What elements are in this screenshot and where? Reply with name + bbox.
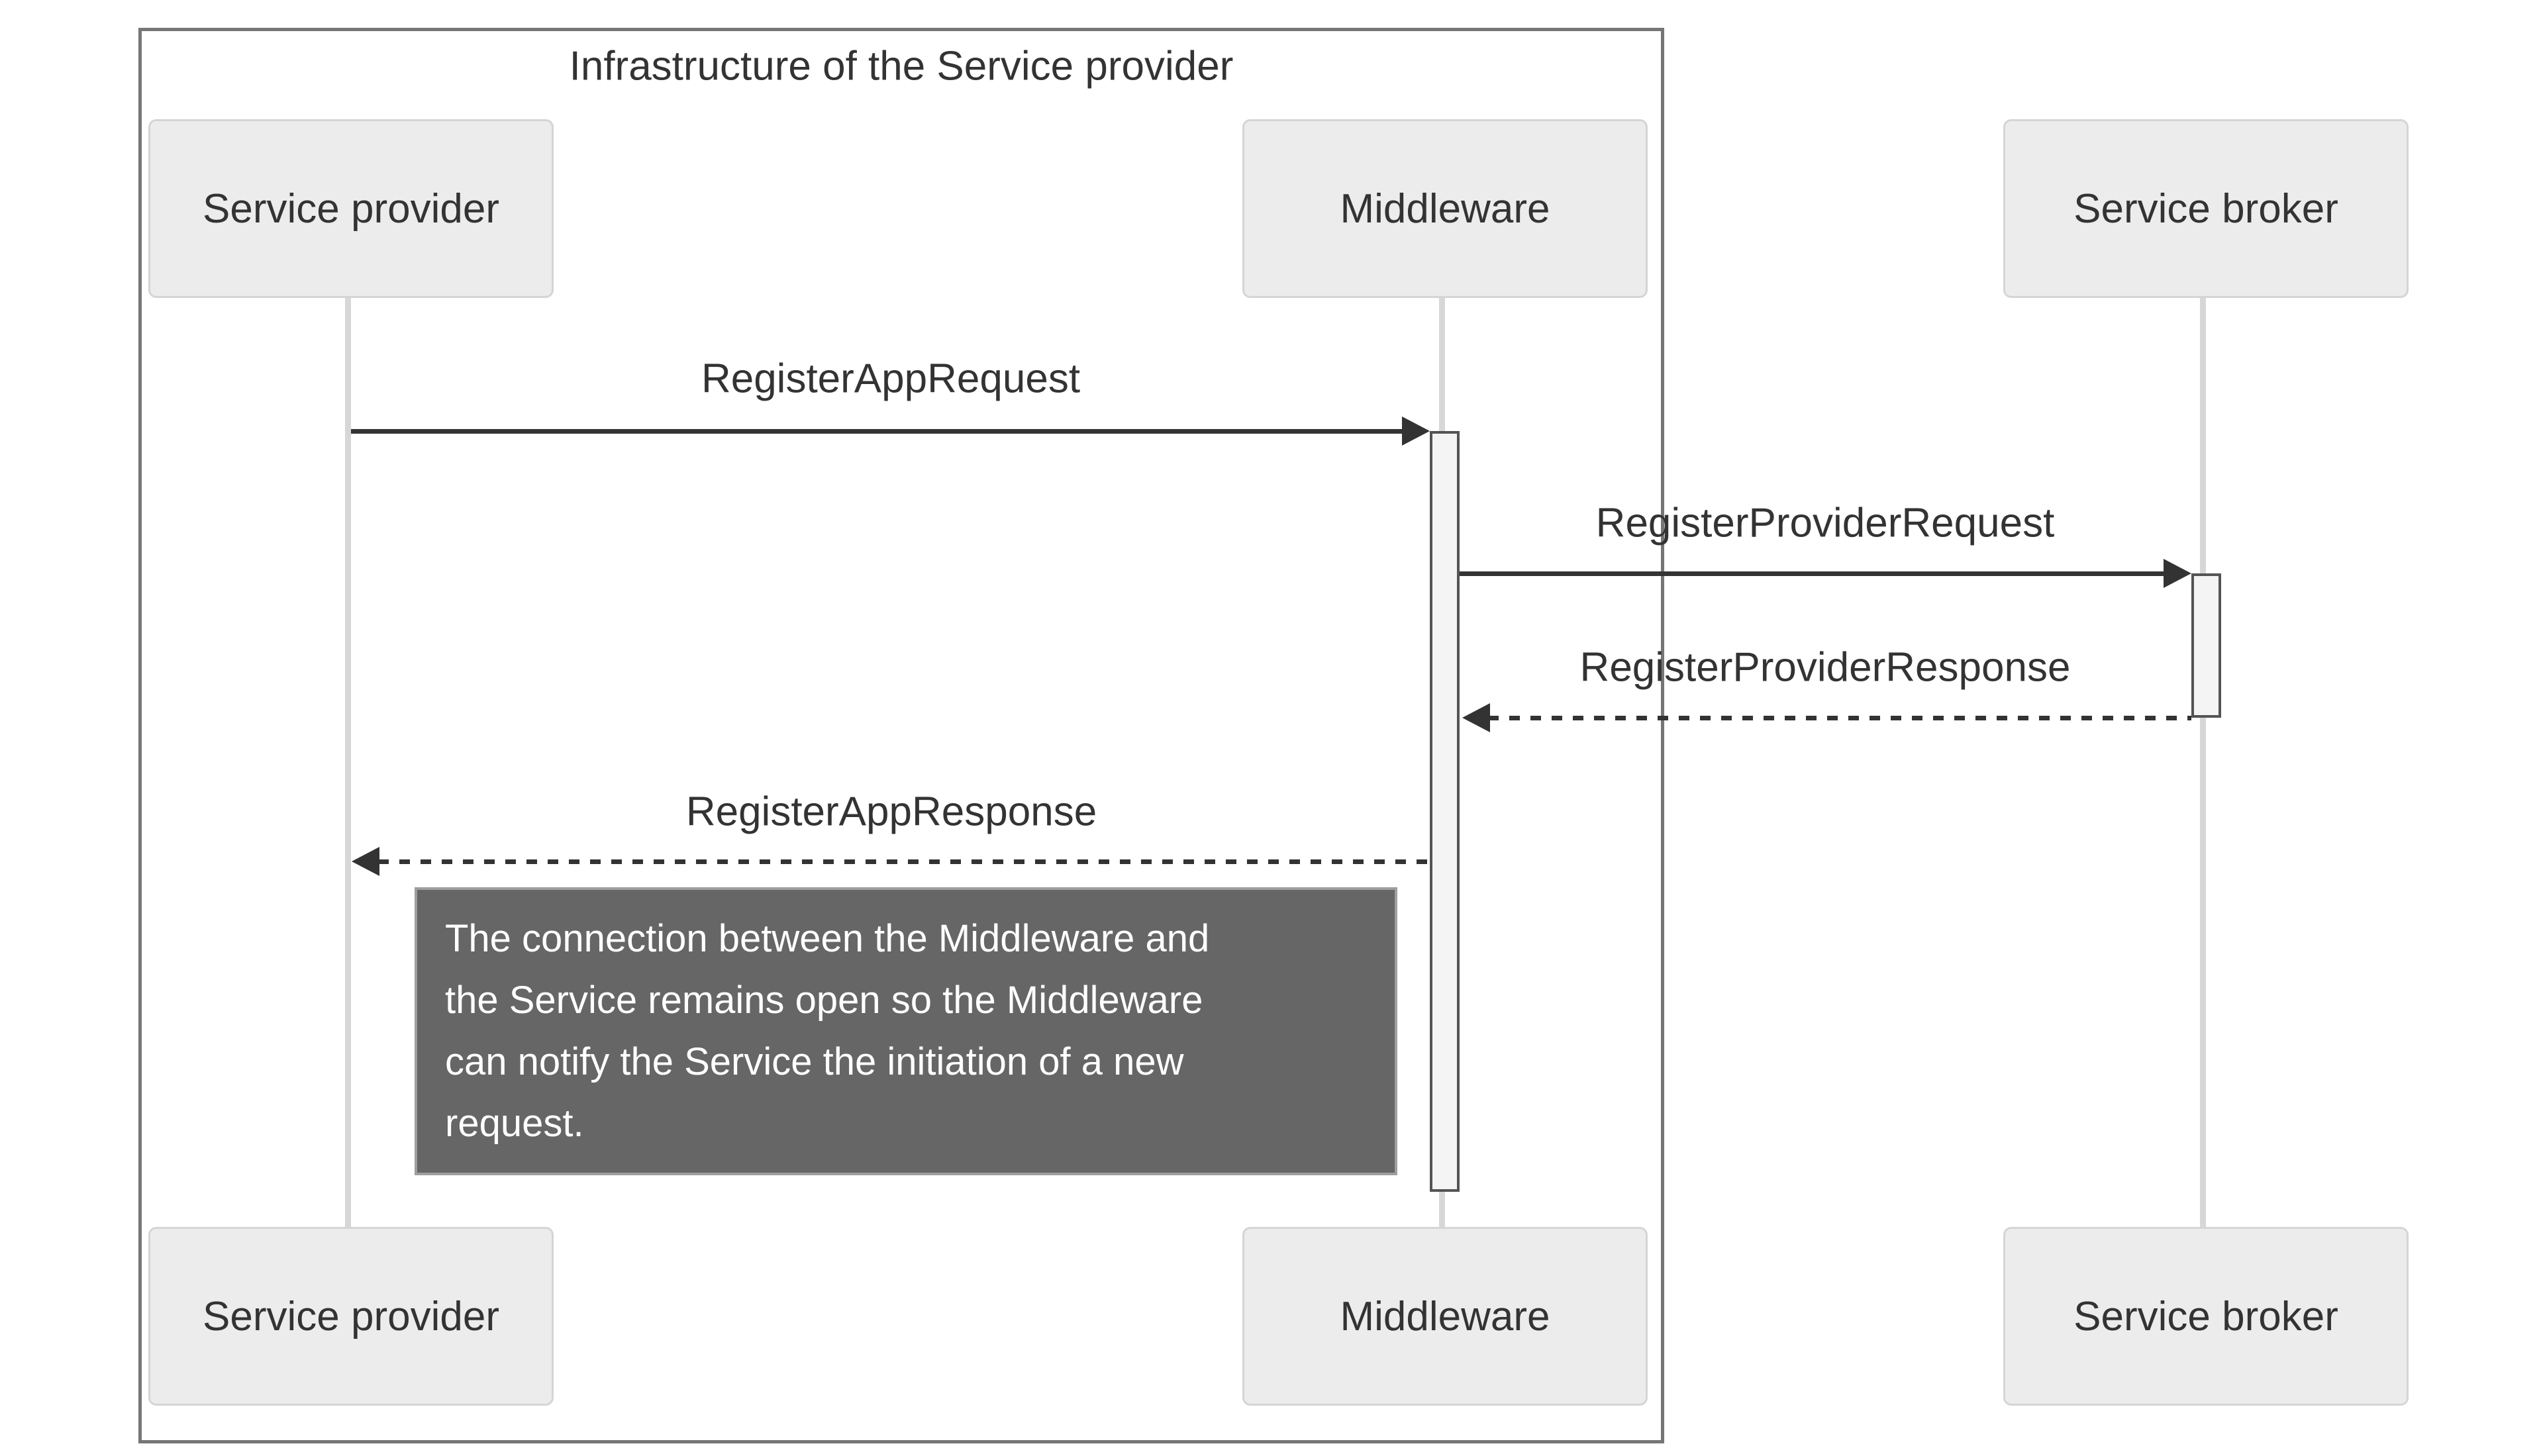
actor-top-service-provider: Service provider (148, 119, 554, 298)
actor-top-service-broker: Service broker (2003, 119, 2409, 298)
actor-label: Service provider (203, 1293, 499, 1339)
actor-label: Service broker (2073, 1293, 2338, 1339)
message-label-register-provider-request: RegisterProviderRequest (1595, 500, 2055, 546)
infrastructure-frame (138, 28, 1664, 1443)
arrowhead-left-icon (1462, 703, 1490, 732)
message-line-register-app-response (378, 859, 1430, 864)
activation-bar-middleware (1430, 431, 1460, 1192)
message-line-register-provider-request (1460, 571, 2167, 576)
message-label-register-app-response: RegisterAppResponse (685, 789, 1097, 835)
actor-label: Service broker (2073, 185, 2338, 232)
lifeline-service-broker (2200, 298, 2206, 1227)
message-label-register-app-request: RegisterAppRequest (701, 356, 1081, 402)
message-line-register-provider-response (1488, 716, 2191, 720)
note-box: The connection between the Middleware an… (415, 887, 1397, 1175)
actor-bottom-service-provider: Service provider (148, 1227, 554, 1406)
arrowhead-right-icon (2164, 559, 2191, 588)
actor-bottom-middleware: Middleware (1242, 1227, 1648, 1406)
message-line-register-app-request (351, 429, 1405, 434)
actor-top-middleware: Middleware (1242, 119, 1648, 298)
arrowhead-right-icon (1402, 416, 1430, 446)
frame-title: Infrastructure of the Service provider (569, 43, 1234, 89)
arrowhead-left-icon (352, 847, 379, 876)
activation-bar-service-broker (2191, 573, 2221, 718)
actor-label: Middleware (1340, 1293, 1550, 1339)
message-label-register-provider-response: RegisterProviderResponse (1579, 644, 2071, 691)
actor-label: Middleware (1340, 185, 1550, 232)
actor-label: Service provider (203, 185, 499, 232)
lifeline-service-provider (345, 298, 351, 1227)
actor-bottom-service-broker: Service broker (2003, 1227, 2409, 1406)
